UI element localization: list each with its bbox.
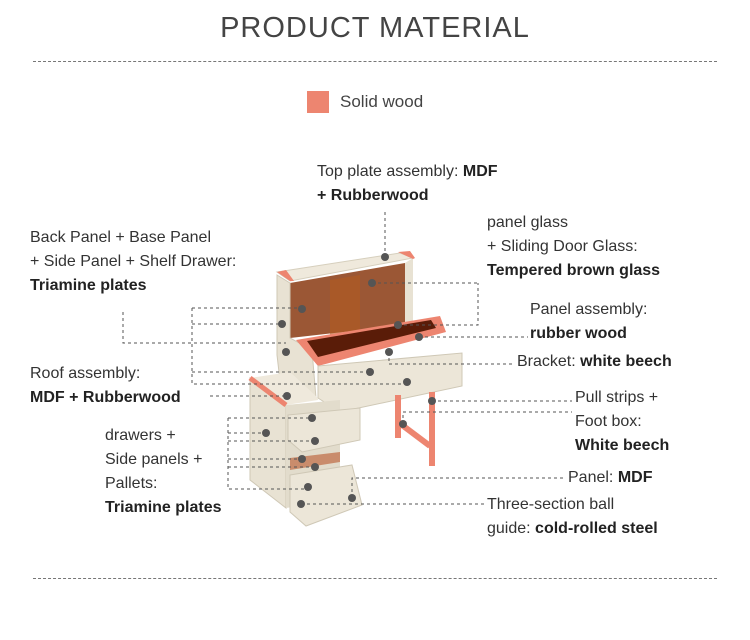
- label-guide: Three-section ball guide: cold-rolled st…: [487, 496, 658, 537]
- leader-lines: [122, 210, 572, 505]
- callout-dots: [262, 253, 436, 508]
- top-divider: [33, 61, 717, 62]
- label-panel-assembly: Panel assembly: rubber wood: [530, 301, 648, 342]
- bottom-divider: [33, 578, 717, 579]
- label-drawers: drawers + Side panels + Pallets: Triamin…: [105, 427, 222, 516]
- legend-label: Solid wood: [340, 92, 424, 111]
- label-panel-glass: panel glass + Sliding Door Glass: Temper…: [487, 214, 661, 279]
- label-roof: Roof assembly: MDF + Rubberwood: [30, 365, 181, 406]
- label-panel: Panel: MDF: [568, 469, 653, 486]
- label-bracket: Bracket: white beech: [517, 353, 672, 370]
- legend: Solid wood: [307, 91, 423, 113]
- label-pull-strips: Pull strips + Foot box: White beech: [575, 389, 670, 454]
- label-top-plate: Top plate assembly: MDF + Rubberwood: [317, 163, 498, 204]
- label-back-panel: Back Panel + Base Panel + Side Panel + S…: [30, 229, 237, 294]
- solid-wood-swatch: [307, 91, 329, 113]
- page-title: PRODUCT MATERIAL: [220, 12, 530, 44]
- desk-illustration: [248, 251, 463, 527]
